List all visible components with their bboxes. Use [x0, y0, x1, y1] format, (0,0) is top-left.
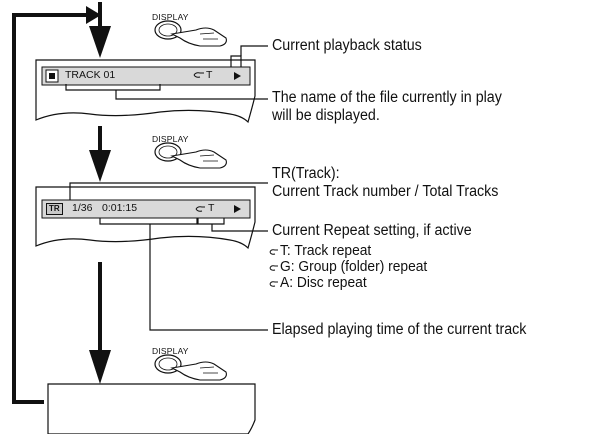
- callout-filename-1: The name of the file currently in play: [272, 89, 502, 106]
- hand-icon: [170, 361, 227, 381]
- legend-repeat-icons: [269, 249, 278, 287]
- display-label-1: DISPLAY: [152, 12, 189, 22]
- tv-screen-2: [35, 186, 256, 250]
- callout-track-2: Current Track number / Total Tracks: [272, 183, 499, 200]
- repeat-arrow-icon: [193, 72, 204, 76]
- screen1-brackets: [65, 45, 268, 100]
- loop-arrowhead: [86, 6, 101, 24]
- track-count: 1/36: [72, 202, 93, 214]
- tv-screen-3: [47, 383, 256, 434]
- screen2-brackets: [69, 182, 268, 331]
- callout-repeat-title: Current Repeat setting, if active: [272, 222, 472, 239]
- elapsed-time: 0:01:15: [102, 202, 138, 214]
- repeat-arrow-icon: [195, 206, 205, 210]
- tv-screen-1: [35, 59, 256, 124]
- display-button-2[interactable]: [154, 142, 227, 169]
- callout-repeat-a: A: Disc repeat: [280, 274, 367, 291]
- callout-repeat-t: T: Track repeat: [280, 242, 372, 259]
- display-label-3: DISPLAY: [152, 346, 189, 356]
- play-icon: [234, 205, 241, 213]
- return-loop: [12, 13, 86, 404]
- flow-arrow-3: [89, 262, 111, 384]
- repeat-text: T: [206, 69, 213, 81]
- callout-repeat-g: G: Group (folder) repeat: [280, 258, 428, 275]
- tr-badge: TR: [46, 203, 63, 215]
- callout-status: Current playback status: [272, 37, 422, 54]
- play-icon: [234, 72, 241, 80]
- display-label-2: DISPLAY: [152, 134, 189, 144]
- callout-track-1: TR(Track):: [272, 165, 340, 182]
- flow-arrow-1: [89, 2, 111, 58]
- track-text: TRACK 01: [65, 69, 116, 81]
- hand-icon: [170, 27, 227, 47]
- display-button-1[interactable]: [154, 20, 227, 47]
- repeat-text: T: [208, 202, 215, 214]
- callout-elapsed: Elapsed playing time of the current trac…: [272, 321, 527, 338]
- hand-icon: [170, 149, 227, 169]
- flow-arrow-2: [89, 126, 111, 182]
- callout-filename-2: will be displayed.: [272, 107, 380, 124]
- display-button-3[interactable]: [154, 354, 227, 381]
